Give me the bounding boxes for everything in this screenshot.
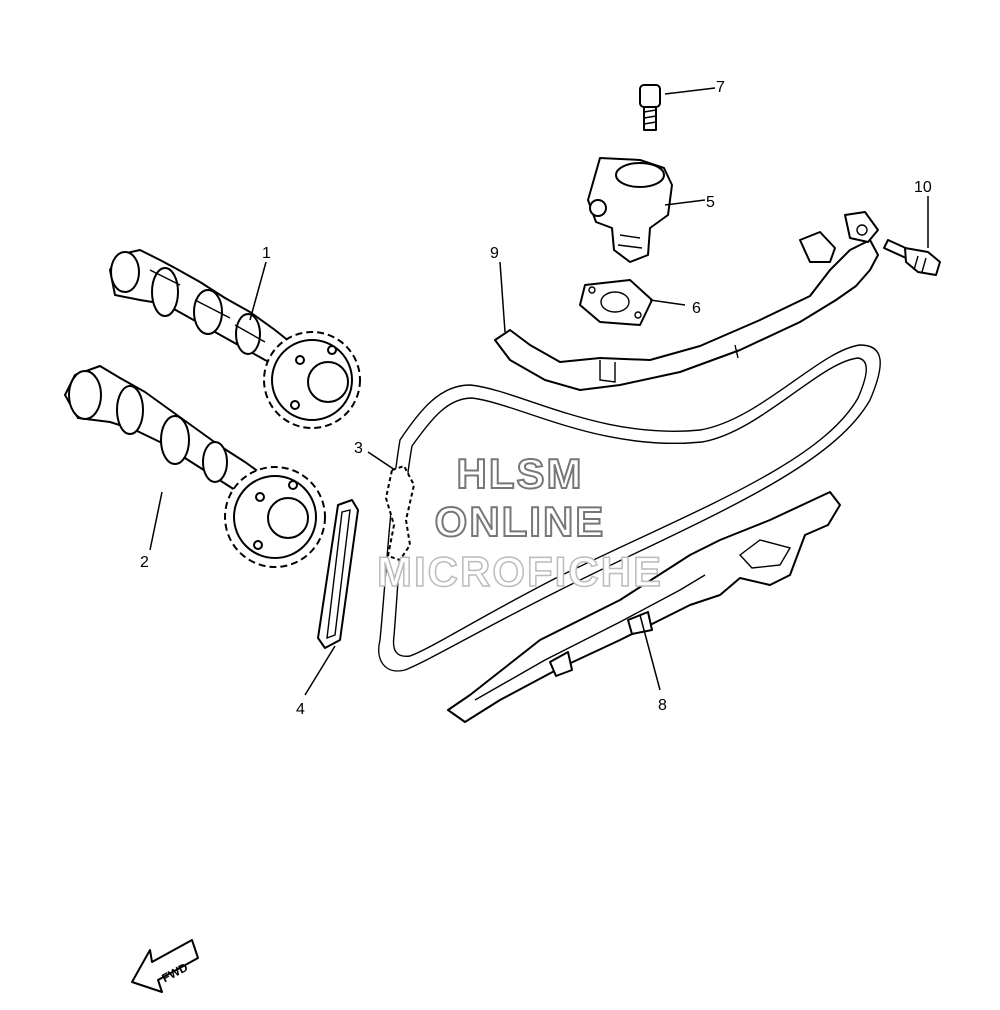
bolt-7 — [639, 84, 661, 131]
callout-1: 1 — [262, 245, 271, 262]
fwd-arrow-icon: FWD — [131, 939, 199, 993]
callout-9: 9 — [490, 245, 499, 262]
chain-guide-long — [447, 491, 841, 723]
tensioner-guide — [494, 211, 879, 391]
callout-2: 2 — [140, 554, 149, 571]
cam-sprocket-upper — [263, 331, 361, 429]
camshaft-upper — [109, 249, 301, 373]
callout-10: 10 — [914, 179, 932, 196]
chain-tensioner — [587, 157, 673, 263]
bolt-10 — [883, 239, 941, 276]
camshaft-lower — [64, 365, 271, 506]
callout-numbers: 1 2 3 4 5 6 7 8 9 10 — [140, 79, 932, 718]
callout-8: 8 — [658, 697, 667, 714]
chain-guide-narrow — [317, 499, 359, 649]
callout-4: 4 — [296, 701, 305, 718]
cam-sprocket-lower — [224, 466, 326, 568]
gasket — [579, 279, 653, 326]
callout-5: 5 — [706, 194, 715, 211]
chain-segment-detail — [385, 465, 415, 561]
callout-6: 6 — [692, 300, 701, 317]
leader-lines — [149, 87, 929, 696]
callout-7: 7 — [716, 79, 725, 96]
callout-3: 3 — [354, 440, 363, 457]
cam-chain — [378, 344, 881, 672]
